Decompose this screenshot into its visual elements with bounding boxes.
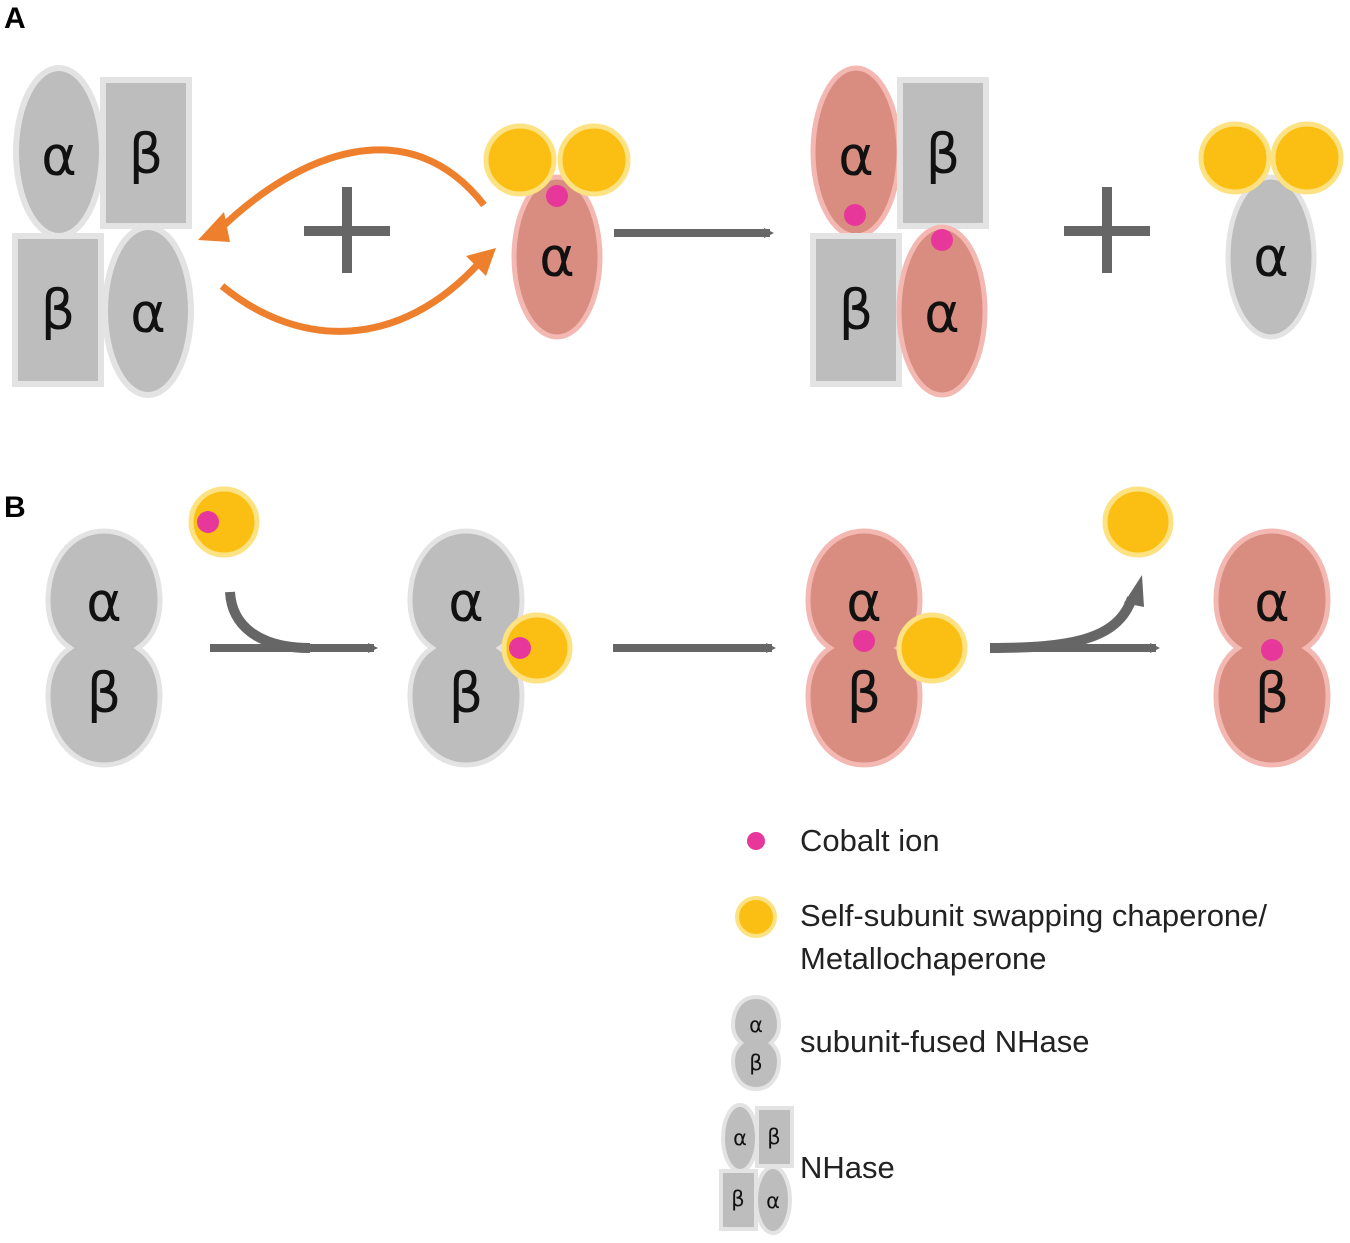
plus-sign [1064, 187, 1150, 273]
chaperone [557, 123, 631, 197]
legend-fused-nhase-icon: α β [730, 994, 782, 1092]
alpha-symbol: α [41, 125, 77, 188]
chaperone [1198, 121, 1272, 195]
beta-symbol: β [41, 279, 75, 342]
legend-chaperone-swatch [735, 896, 777, 938]
swap-arrowhead [466, 248, 496, 276]
beta-symbol: β [449, 662, 483, 725]
swap-arrow-upper [213, 146, 487, 236]
cobalt-ion [546, 185, 568, 207]
alpha-symbol: α [539, 226, 575, 289]
beta-symbol: β [129, 123, 163, 186]
holo-fused-nhase: α β [1213, 528, 1331, 768]
cobalt-ion [931, 229, 953, 251]
released-chaperone [1102, 486, 1174, 558]
beta-symbol: β [87, 662, 121, 725]
fused-subunit [45, 528, 163, 768]
alpha-subunit [102, 224, 194, 398]
cobalt-ion [197, 511, 219, 533]
alpha-symbol: α [924, 282, 960, 345]
beta-subunit [810, 233, 902, 387]
beta-symbol: β [847, 662, 881, 725]
legend-chaperone-label-line2: Metallochaperone [800, 941, 1046, 976]
legend-cobalt-label: Cobalt ion [800, 823, 940, 858]
plus-sign [304, 187, 390, 273]
holo-alpha-subunit [511, 174, 603, 340]
beta-subunit [12, 233, 104, 387]
apo-fused-nhase: α β [45, 528, 163, 768]
alpha-symbol: α [733, 1126, 747, 1150]
legend-nhase-label: NHase [800, 1150, 895, 1185]
cobalt-ion [844, 204, 866, 226]
release-arrow [989, 575, 1160, 653]
cobalt-ion [1261, 639, 1283, 661]
apo-alpha-chaperone-complex: α [1198, 121, 1344, 340]
cobalt-ion [509, 637, 531, 659]
alpha-symbol: α [838, 125, 874, 188]
chaperone [483, 123, 557, 197]
beta-subunit [100, 77, 192, 229]
apo-nhase-complex: α β β α [12, 65, 194, 398]
merge-arrow [210, 591, 378, 653]
holo-alpha-subunit [896, 224, 988, 398]
alpha-symbol: α [1253, 226, 1289, 289]
subunit-swap-arrows [198, 146, 496, 335]
chaperone [188, 486, 260, 558]
chaperone [501, 612, 573, 684]
apo-alpha-subunit [1225, 174, 1317, 340]
legend-nhase-icon: α β β α [719, 1103, 794, 1235]
cobalt-ion [853, 630, 875, 652]
panel-b-label: B [4, 491, 26, 524]
legend-cobalt-swatch [747, 832, 765, 850]
swap-arrowhead [198, 212, 230, 242]
beta-symbol: β [839, 279, 873, 342]
legend: Cobalt ion Self-subunit swapping chapero… [719, 823, 1267, 1235]
beta-symbol: β [926, 123, 960, 186]
alpha-symbol: α [1254, 571, 1290, 634]
fused-subunit [407, 528, 525, 768]
alpha-symbol: α [86, 571, 122, 634]
metallochaperone-with-cobalt [188, 486, 260, 558]
fused-nhase-chaperone-complex: α β [407, 528, 573, 768]
legend-fused-nhase-label: subunit-fused NHase [800, 1024, 1090, 1059]
beta-subunit [897, 77, 989, 229]
beta-symbol: β [767, 1125, 780, 1149]
alpha-symbol: α [846, 571, 882, 634]
alpha-symbol: α [766, 1189, 780, 1213]
holo-fused-nhase-chaperone-complex: α β [805, 528, 968, 768]
beta-symbol: β [749, 1051, 762, 1075]
chaperone [896, 612, 968, 684]
chaperone [1270, 121, 1344, 195]
beta-symbol: β [1255, 662, 1289, 725]
holo-nhase-complex: α β β α [810, 65, 989, 398]
holo-alpha-chaperone-complex: α [483, 123, 631, 340]
alpha-symbol: α [448, 571, 484, 634]
alpha-symbol: α [130, 282, 166, 345]
panel-a-label: A [4, 2, 26, 35]
legend-chaperone-label-line1: Self-subunit swapping chaperone/ [800, 898, 1267, 933]
swap-arrow-lower [219, 259, 483, 335]
alpha-symbol: α [749, 1013, 763, 1037]
beta-symbol: β [731, 1187, 744, 1211]
